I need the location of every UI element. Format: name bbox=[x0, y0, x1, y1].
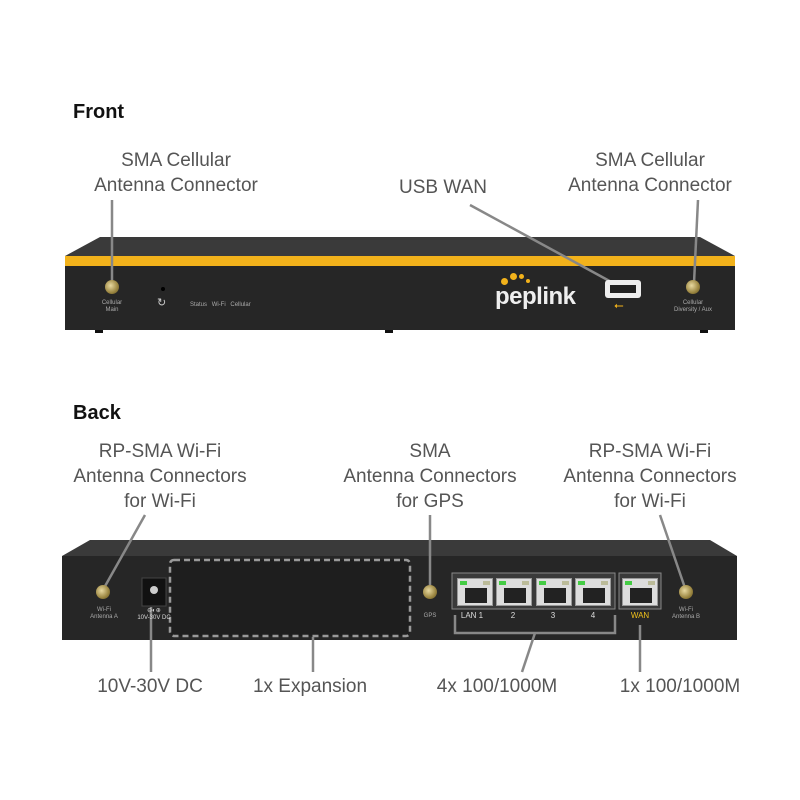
callout-line: for Wi-Fi bbox=[124, 491, 196, 512]
expansion-slot bbox=[168, 558, 412, 638]
label-line: Cellular bbox=[101, 300, 123, 306]
callout-line: SMA Cellular bbox=[121, 150, 231, 171]
label-line: Main bbox=[105, 307, 119, 313]
label-line: Cellular bbox=[682, 300, 704, 306]
wifi-antenna-b-label: Wi-Fi Antenna B bbox=[672, 607, 700, 621]
wifi-antenna-b-connector bbox=[679, 585, 693, 599]
callout-line: for GPS bbox=[396, 491, 464, 512]
label-line: Diversity / Aux bbox=[673, 307, 713, 313]
wifi-antenna-a-label: Wi-Fi Antenna A bbox=[90, 607, 118, 621]
front-device-face bbox=[65, 266, 735, 330]
callout-line: SMA Cellular bbox=[595, 150, 705, 171]
callout-front-right-antenna: SMA Cellular Antenna Connector bbox=[568, 148, 732, 198]
gps-antenna-connector bbox=[423, 585, 437, 599]
wifi-antenna-a-connector bbox=[96, 585, 110, 599]
label-line: Antenna A bbox=[90, 614, 118, 620]
logo-dots bbox=[497, 272, 537, 286]
peplink-logo: peplink bbox=[495, 283, 576, 310]
callout-gps: SMA Antenna Connectors for GPS bbox=[343, 439, 516, 514]
callout-lan: 4x 100/1000M bbox=[436, 676, 558, 697]
callout-usb-wan: USB WAN bbox=[399, 177, 487, 198]
callout-wan: 1x 100/1000M bbox=[619, 676, 741, 697]
callout-line: Antenna Connectors bbox=[73, 466, 247, 487]
lan-port-2[interactable] bbox=[496, 578, 532, 606]
cellular-aux-label: Cellular Diversity / Aux bbox=[674, 300, 712, 314]
callout-line: Antenna Connectors bbox=[343, 466, 517, 487]
lan-port-4[interactable] bbox=[575, 578, 611, 606]
front-device-top bbox=[65, 237, 735, 256]
label-line: Wi-Fi bbox=[96, 607, 111, 613]
back-heading: Back bbox=[73, 402, 121, 424]
lan-1-label: LAN 1 bbox=[460, 611, 484, 620]
status-led-label: Status bbox=[190, 302, 208, 308]
lan-4-label: 4 bbox=[590, 611, 596, 620]
front-heading: Front bbox=[73, 101, 125, 123]
wifi-led-label: Wi-Fi bbox=[211, 302, 226, 308]
reset-button[interactable] bbox=[161, 287, 165, 291]
callout-front-left-antenna: SMA Cellular Antenna Connector bbox=[94, 148, 258, 198]
callout-wifi-right: RP-SMA Wi-Fi Antenna Connectors for Wi-F… bbox=[563, 439, 736, 514]
led-labels: Status Wi-Fi Cellular bbox=[190, 302, 251, 308]
callout-line: RP-SMA Wi-Fi bbox=[98, 441, 222, 462]
label-line: 10V-30V DC bbox=[137, 615, 171, 621]
usb-wan-port[interactable] bbox=[605, 280, 641, 298]
dc-label: ⊖◐⊕ 10V-30V DC bbox=[137, 608, 170, 622]
reset-icon: ↻ bbox=[157, 297, 167, 309]
gps-label: GPS bbox=[423, 613, 437, 619]
polarity-icon: ⊖◐⊕ bbox=[147, 608, 161, 614]
lan-port-1[interactable] bbox=[457, 578, 493, 606]
callout-line: Antenna Connector bbox=[94, 175, 258, 196]
lan-port-3[interactable] bbox=[536, 578, 572, 606]
wan-port[interactable] bbox=[622, 578, 658, 606]
back-device-top bbox=[62, 540, 737, 556]
callout-wifi-left: RP-SMA Wi-Fi Antenna Connectors for Wi-F… bbox=[73, 439, 246, 514]
callout-line: SMA bbox=[409, 441, 451, 462]
label-line: Wi-Fi bbox=[679, 607, 693, 613]
cellular-main-antenna-connector bbox=[105, 280, 119, 294]
cellular-aux-antenna-connector bbox=[686, 280, 700, 294]
label-line: Antenna B bbox=[671, 614, 701, 620]
front-accent-stripe bbox=[65, 256, 735, 266]
callout-dc: 10V-30V DC bbox=[97, 676, 203, 697]
cellular-main-label: Cellular Main bbox=[102, 300, 122, 314]
callout-line: Antenna Connector bbox=[568, 175, 732, 196]
callout-line: RP-SMA Wi-Fi bbox=[588, 441, 712, 462]
cellular-led-label: Cellular bbox=[230, 302, 251, 308]
callout-line: for Wi-Fi bbox=[614, 491, 686, 512]
lan-3-label: 3 bbox=[550, 611, 556, 620]
callout-line: Antenna Connectors bbox=[563, 466, 737, 487]
wan-label: WAN bbox=[630, 611, 650, 620]
usb-icon: ⭠ bbox=[614, 298, 624, 312]
lan-2-label: 2 bbox=[510, 611, 516, 620]
callout-expansion: 1x Expansion bbox=[252, 676, 368, 697]
